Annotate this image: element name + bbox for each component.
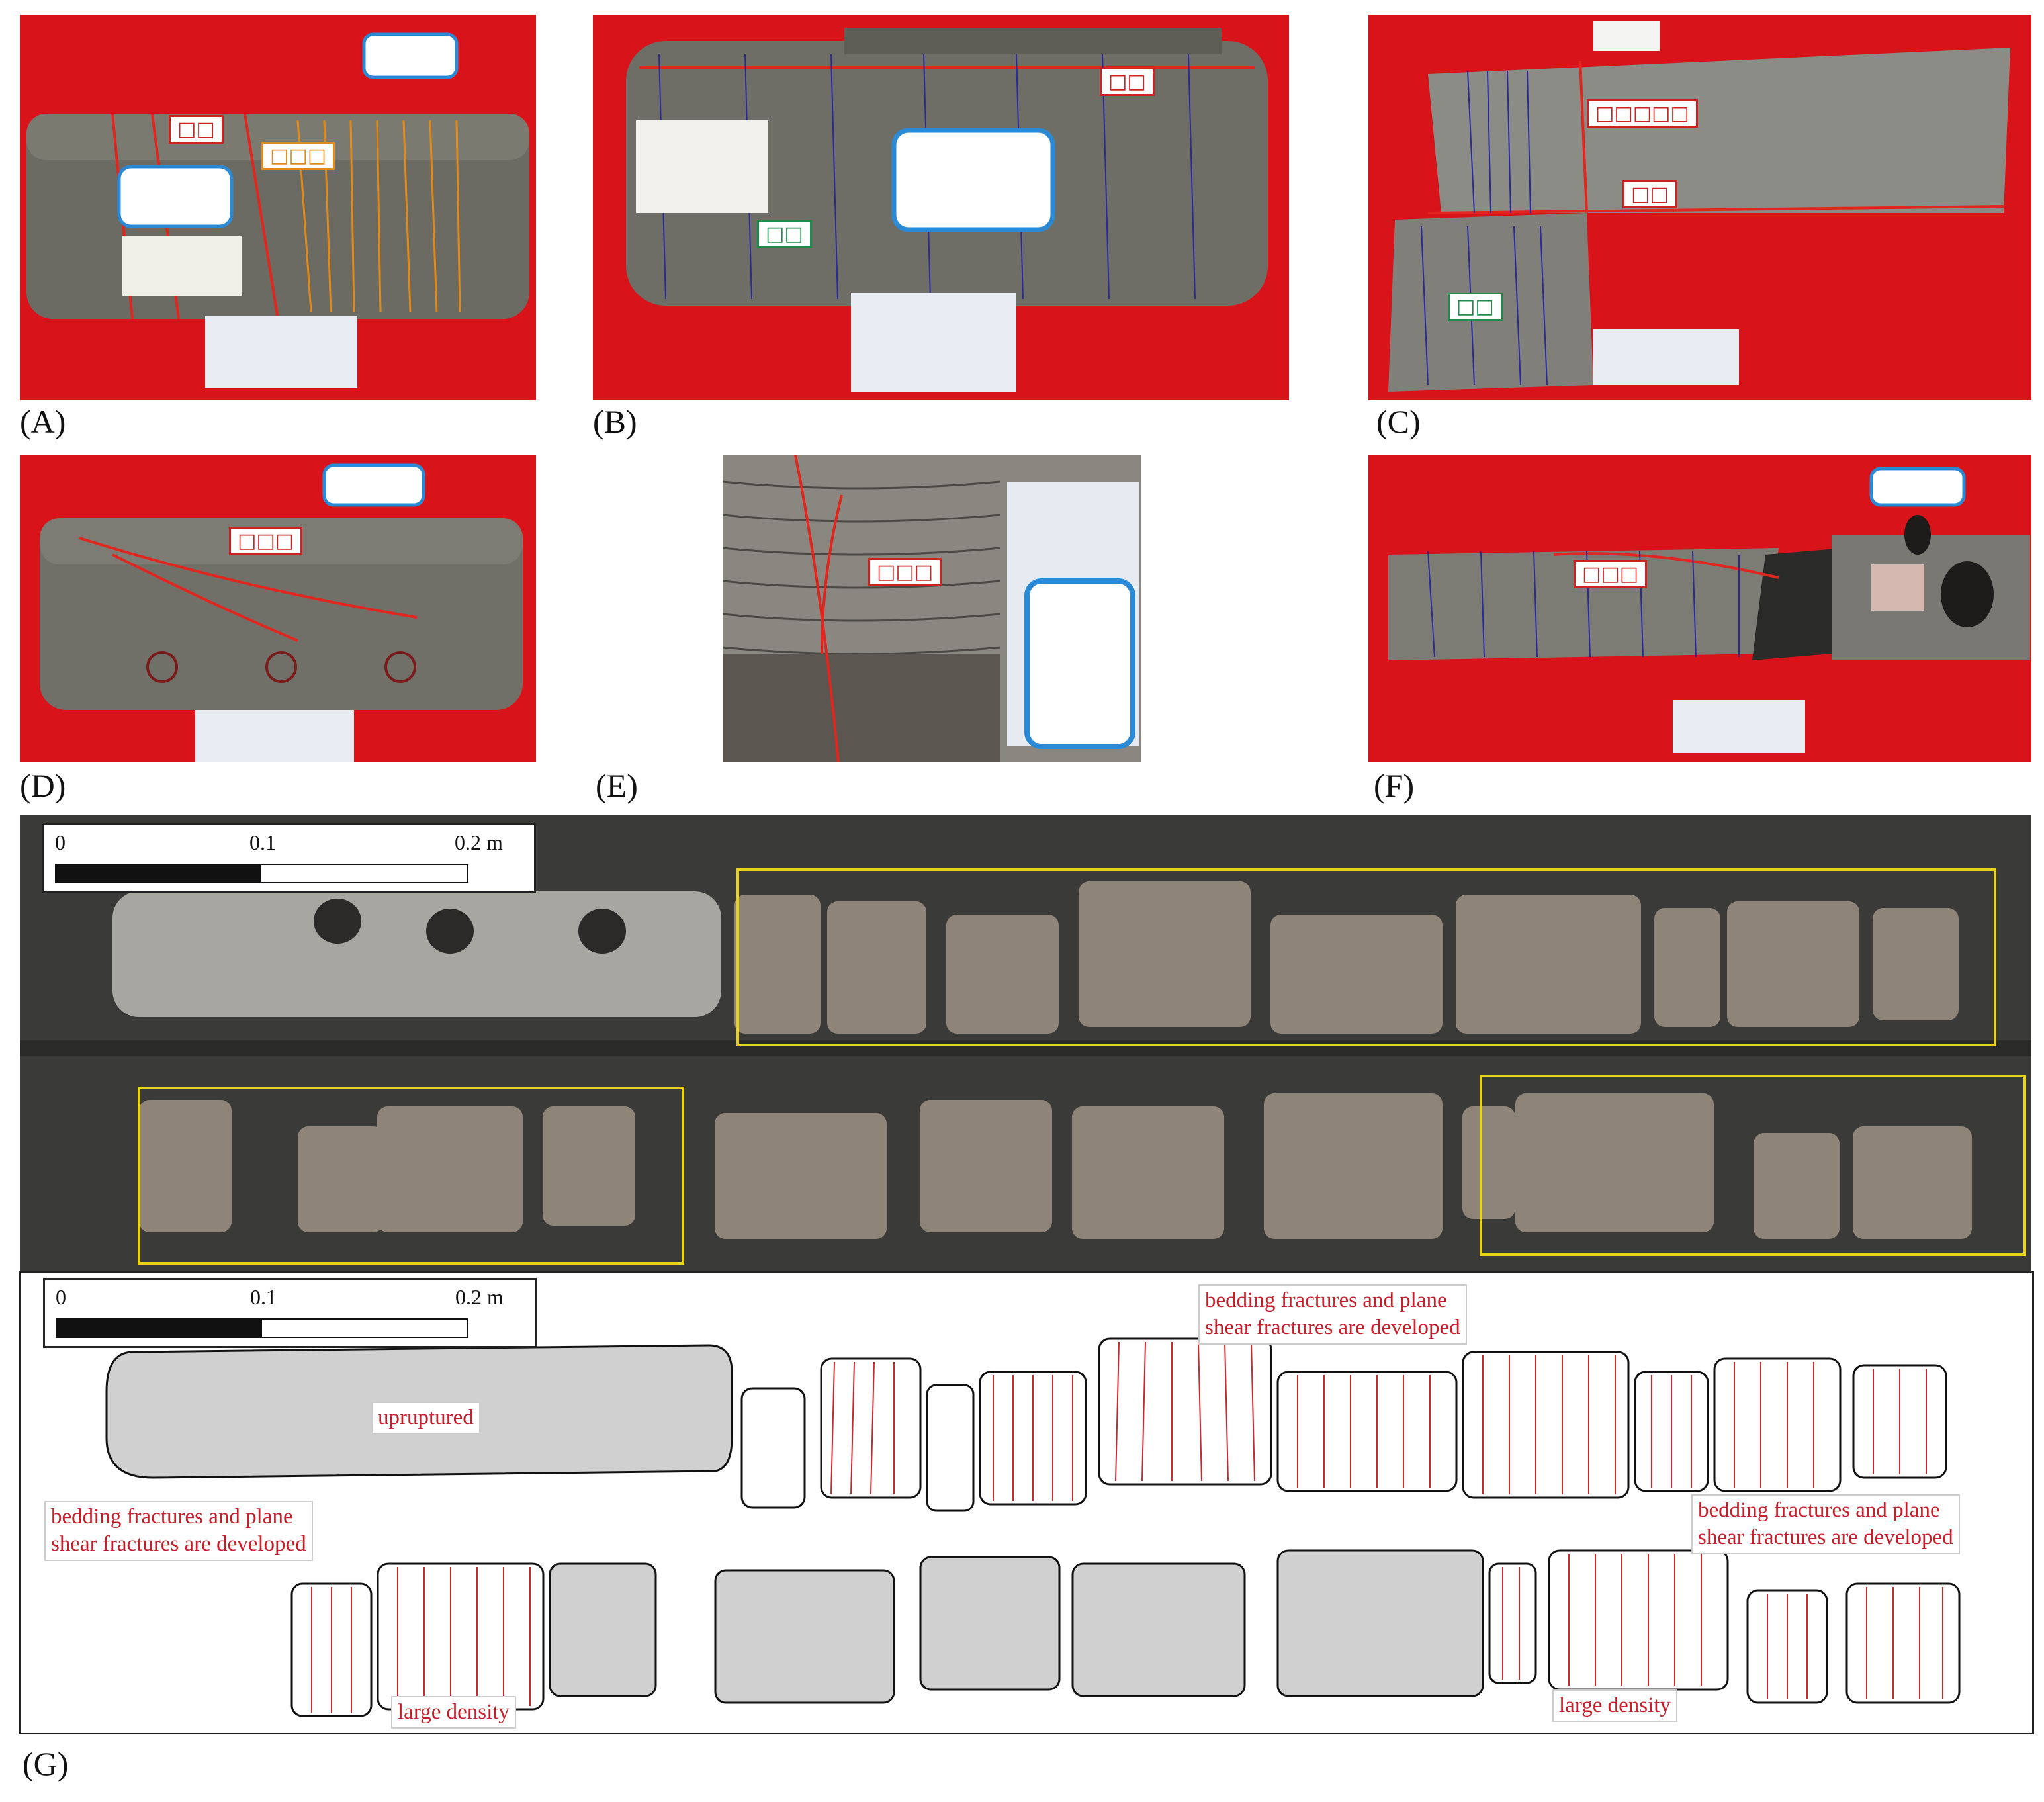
core-sample-f-image (1368, 455, 2031, 762)
tag-fracture-e1: □□□ (868, 558, 942, 586)
core-sample-a-image (20, 15, 536, 400)
note-bedding-right-line2: shear fractures are developed (1698, 1525, 1953, 1550)
tag-fracture-c2: □□ (1622, 180, 1677, 208)
note-large-density-left: large density (391, 1696, 516, 1729)
scale-bar-black (56, 1318, 261, 1338)
tag-fracture-f1: □□□ (1574, 560, 1648, 588)
core-sample-d-image (20, 455, 536, 762)
panel-label-e: (E) (596, 767, 638, 804)
photo-panel-b: □□ □□ (593, 15, 1289, 400)
scale-tick-0: 0 (56, 1285, 66, 1309)
tag-bedding-c3: □□ (1448, 293, 1503, 321)
scale-tick-0-2: 0.2 m (455, 1285, 504, 1309)
tag-fracture-b1: □□ (1100, 68, 1155, 96)
photo-panel-e: □□□ (723, 455, 1141, 762)
scale-bar-white (261, 1318, 468, 1338)
tag-bedding-b2: □□ (757, 220, 812, 248)
photo-panel-f: □□□ (1368, 455, 2031, 762)
panel-label-c: (C) (1376, 403, 1421, 440)
note-bedding-top-line2: shear fractures are developed (1205, 1316, 1460, 1340)
panel-label-a: (A) (20, 403, 66, 440)
tag-fracture-c1: □□□□□ (1587, 99, 1698, 128)
photo-panel-c: □□□□□ □□ □□ (1368, 15, 2031, 400)
scale-tick-0-2: 0.2 m (455, 831, 503, 854)
photo-panel-a: □□ □□□ (20, 15, 536, 400)
scale-bar-sketch: 0 0.1 0.2 m (43, 1278, 537, 1348)
note-upruptured: upruptured (371, 1402, 480, 1435)
panel-label-g: (G) (22, 1745, 69, 1782)
tag-fracture-d1: □□□ (229, 527, 303, 555)
fracture-sketch-drawing (105, 1337, 1961, 1717)
core-sample-c-image (1368, 15, 2031, 400)
note-bedding-right: bedding fractures and plane shear fractu… (1691, 1494, 1960, 1554)
panel-label-b: (B) (593, 403, 637, 440)
note-large-density-right: large density (1552, 1689, 1677, 1723)
tag-fracture-a1: □□ (169, 115, 224, 144)
tag-fracture-a2: □□□ (261, 142, 335, 170)
scale-tick-0-1: 0.1 (250, 1285, 277, 1309)
photo-panel-d: □□□ (20, 455, 536, 762)
scale-tick-0: 0 (55, 831, 66, 854)
photo-panel-g-core-box: 0 0.1 0.2 m (20, 815, 2031, 1271)
note-bedding-right-line1: bedding fractures and plane (1698, 1498, 1940, 1522)
note-bedding-left: bedding fractures and plane shear fractu… (44, 1501, 313, 1561)
core-sample-e-image (723, 455, 1141, 762)
sketch-panel-g: 0 0.1 0.2 m upruptured bedding fractures… (19, 1271, 2034, 1734)
panel-label-d: (D) (20, 767, 66, 804)
panel-label-f: (F) (1374, 767, 1415, 804)
scale-tick-0-1: 0.1 (249, 831, 276, 854)
note-bedding-left-line2: shear fractures are developed (51, 1532, 306, 1556)
scale-bar-white (260, 864, 468, 883)
core-sample-b-image (593, 15, 1289, 400)
note-bedding-top-line1: bedding fractures and plane (1205, 1288, 1447, 1312)
scale-bar-black (55, 864, 260, 883)
note-bedding-left-line1: bedding fractures and plane (51, 1505, 293, 1529)
note-bedding-top: bedding fractures and plane shear fractu… (1198, 1284, 1467, 1345)
scale-bar-photo: 0 0.1 0.2 m (42, 823, 536, 893)
